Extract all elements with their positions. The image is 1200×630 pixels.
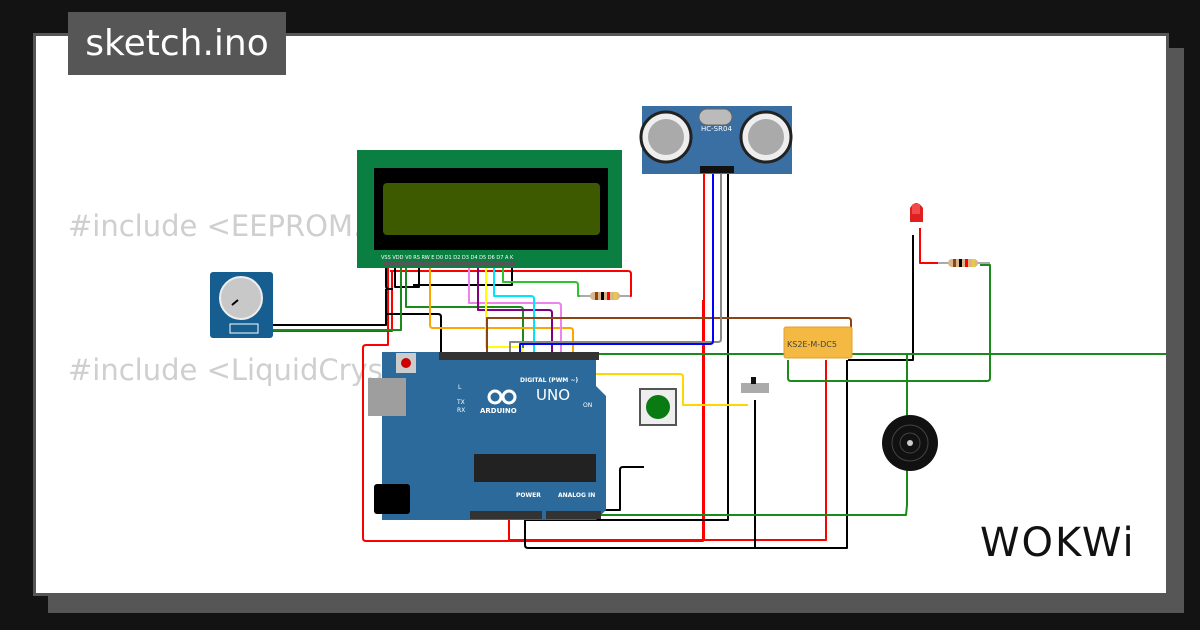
wire-blue (519, 170, 714, 354)
pot-indicator (231, 299, 239, 306)
power-label: POWER (516, 492, 541, 499)
atmega-chip (474, 454, 596, 482)
digital-header (439, 352, 599, 360)
lcd-screen (383, 183, 600, 235)
wire-purple (477, 265, 553, 354)
analog-header (546, 511, 601, 519)
lcd-pin-labels: VSS VDD V0 RS RW E D0 D1 D2 D3 D4 D5 D6 … (381, 255, 514, 261)
arduino-uno[interactable]: DIGITAL (PWM ~) ARDUINO UNO ON POWER ANA… (368, 352, 606, 520)
wire-orange (429, 265, 574, 354)
wokwi-logo: WOKWi (980, 520, 1136, 566)
switch-handle[interactable] (751, 377, 756, 384)
wire-black (413, 265, 513, 286)
buzzer[interactable] (882, 415, 938, 471)
model-label: UNO (536, 386, 570, 404)
code-listing: #include <EEPROM.h> #include <LiquidCrys… (68, 106, 544, 593)
pushbutton[interactable] (639, 388, 677, 426)
transducer-left-mesh (648, 119, 684, 155)
wire-red (362, 300, 704, 542)
digital-label: DIGITAL (PWM ~) (520, 377, 578, 384)
wire-red (390, 270, 632, 297)
led[interactable] (910, 203, 923, 222)
button-cap[interactable] (646, 395, 670, 419)
wire-red (362, 265, 389, 538)
wire-black-led (848, 235, 914, 361)
wire-black (524, 360, 848, 549)
wire-red-pot (253, 271, 393, 332)
wire-brown (486, 317, 852, 354)
relay-body (783, 326, 853, 359)
wire-gray (509, 170, 722, 354)
arduino-logo (487, 389, 517, 405)
lcd-display[interactable]: VSS VDD V0 RS RW E D0 D1 D2 D3 D4 D5 D6 … (357, 150, 622, 268)
wire-black-btn (525, 466, 644, 511)
reset-button[interactable] (401, 358, 411, 368)
usb-port (368, 378, 406, 416)
tx-label: TX (456, 399, 465, 406)
l-label: L (458, 384, 462, 391)
wire-black (385, 265, 393, 290)
switch-body (741, 383, 769, 393)
circuit-diagram: VSS VDD V0 RS RW E D0 D1 D2 D3 D4 D5 D6 … (210, 106, 1166, 549)
power-jack (374, 484, 410, 514)
pot-pins (229, 323, 259, 334)
sensor-pins (700, 166, 734, 173)
brand-label: ARDUINO (480, 407, 517, 415)
wire-cyan (493, 265, 535, 354)
resistor-lcd[interactable] (580, 292, 630, 300)
lcd-header-pins (384, 262, 516, 266)
wire-green-relay (787, 264, 991, 382)
wire-pink (468, 265, 562, 354)
potentiometer[interactable] (210, 272, 273, 338)
analog-label: ANALOG IN (558, 492, 595, 499)
power-header (470, 511, 542, 519)
sensor-crystal (698, 108, 733, 126)
resistor-led[interactable] (938, 259, 990, 267)
relay-module[interactable]: KS2E-M-DC5 (783, 326, 853, 359)
relay-label: KS2E-M-DC5 (787, 340, 837, 349)
wire-green-backlight (502, 265, 588, 297)
pot-knob[interactable] (219, 276, 263, 320)
ultrasonic-sensor[interactable]: HC-SR04 (639, 106, 793, 174)
transducer-right-mesh (748, 119, 784, 155)
wire-red (508, 360, 827, 541)
file-title: sketch.ino (68, 12, 286, 75)
wire-black (386, 313, 442, 354)
rx-label: RX (457, 407, 465, 414)
preview-card: #include <EEPROM.h> #include <LiquidCrys… (33, 33, 1169, 596)
wire-green (405, 265, 524, 348)
sensor-label: HC-SR04 (701, 125, 732, 133)
wire-yellow-switch (495, 358, 748, 406)
wire-red-led (919, 228, 940, 264)
slide-switch[interactable] (741, 377, 769, 393)
on-label: ON (583, 402, 592, 409)
